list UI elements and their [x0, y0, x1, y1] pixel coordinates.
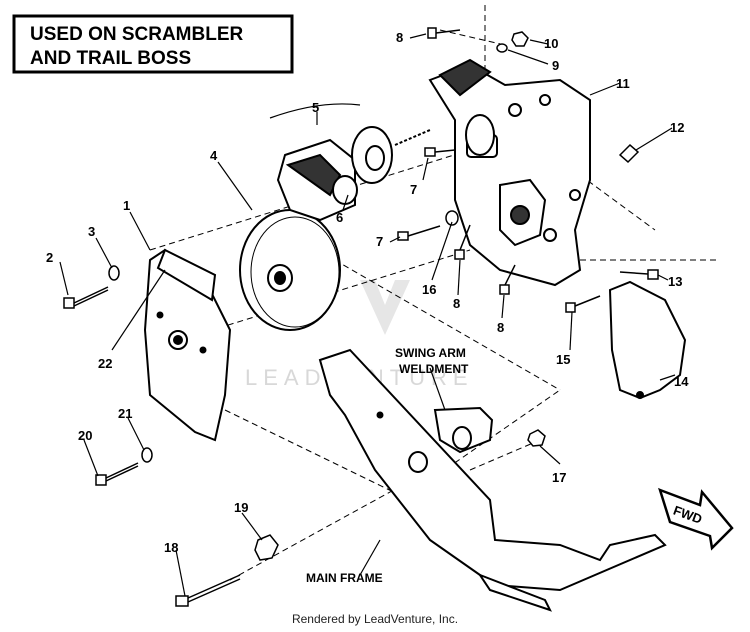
title-line-1: USED ON SCRAMBLER	[30, 24, 244, 45]
callout-7b: 7	[376, 234, 383, 249]
swing-arm-label-line-1: SWING ARM	[395, 346, 466, 360]
callout-2: 2	[46, 250, 53, 265]
callout-4: 4	[210, 148, 218, 163]
callout-3: 3	[88, 224, 95, 239]
part-6-clutch-assembly	[276, 126, 431, 222]
callout-17: 17	[552, 470, 566, 485]
swing-arm-weldment	[433, 406, 494, 454]
part-22-mounting-plate	[143, 248, 232, 442]
callout-20: 20	[78, 428, 92, 443]
main-frame-label: MAIN FRAME	[306, 571, 383, 585]
main-frame	[318, 348, 667, 612]
callout-10: 10	[544, 36, 558, 51]
footer-credit: Rendered by LeadVenture, Inc.	[291, 612, 459, 626]
callout-12: 12	[670, 120, 684, 135]
title-box: USED ON SCRAMBLER AND TRAIL BOSS	[12, 14, 294, 74]
part-4-drive-sheave	[239, 209, 341, 331]
callout-18: 18	[164, 540, 178, 555]
callout-21: 21	[118, 406, 132, 421]
callout-14: 14	[674, 374, 689, 389]
callout-6: 6	[336, 210, 343, 225]
callout-numbers: 1 2 3 4 5 6 7 7 8 8 8 9 10 11 12 13 14 1…	[46, 30, 689, 555]
callout-7a: 7	[410, 182, 417, 197]
callout-9: 9	[552, 58, 559, 73]
part-labels: SWING ARM WELDMENT MAIN FRAME	[306, 346, 469, 585]
callout-19: 19	[234, 500, 248, 515]
callout-22: 22	[98, 356, 112, 371]
callout-leaders	[59, 33, 676, 597]
callout-11: 11	[616, 76, 630, 91]
fasteners	[63, 27, 659, 607]
callout-1: 1	[123, 198, 130, 213]
callout-15: 15	[556, 352, 570, 367]
callout-8a: 8	[396, 30, 403, 45]
callout-8c: 8	[497, 320, 504, 335]
forward-arrow-icon	[658, 487, 734, 551]
title-border	[12, 14, 294, 74]
title-line-2: AND TRAIL BOSS	[30, 48, 191, 69]
watermark-logo-icon	[360, 280, 410, 335]
swing-arm-label-line-2: WELDMENT	[399, 362, 469, 376]
part-11-gearcase	[428, 58, 591, 287]
callout-8b: 8	[453, 296, 460, 311]
callout-5: 5	[312, 100, 319, 115]
callout-13: 13	[668, 274, 682, 289]
callout-16: 16	[422, 282, 436, 297]
forward-arrow: FWD	[658, 487, 734, 551]
part-14-cover	[608, 280, 687, 400]
